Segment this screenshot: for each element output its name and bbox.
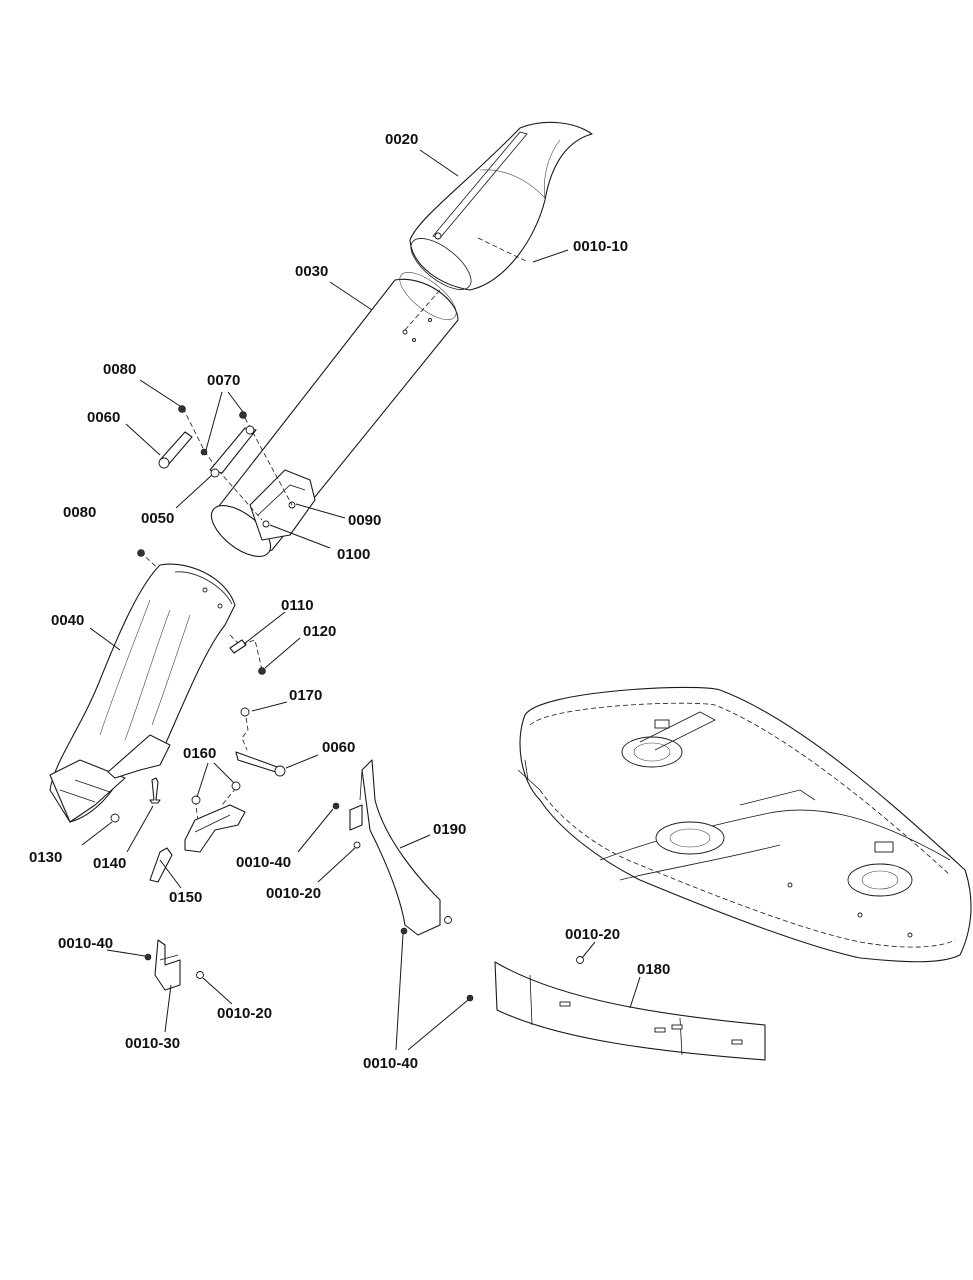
label-0180: 0180 [637,961,670,978]
label-0080-upper: 0080 [103,361,136,378]
label-0100: 0100 [337,546,370,563]
part-0010-30-bracket [144,939,204,991]
label-0010-40-mid: 0010-40 [236,854,291,871]
mower-deck [517,686,972,963]
label-0150: 0150 [169,889,202,906]
label-0080-lower: 0080 [63,504,96,521]
label-0040: 0040 [51,612,84,629]
label-0110: 0110 [281,597,314,614]
part-0020-hood [409,121,593,291]
label-0020: 0020 [385,131,418,148]
part-0180-trim-strip [466,956,766,1061]
label-0010-40-left: 0010-40 [58,935,113,952]
control-linkage [110,707,286,883]
label-0010-30: 0010-30 [125,1035,180,1052]
label-0190: 0190 [433,821,466,838]
label-0010-20-right: 0010-20 [565,926,620,943]
label-0060-upper: 0060 [87,409,120,426]
label-0160: 0160 [183,745,216,762]
label-0140: 0140 [93,855,126,872]
part-0190-bracket [332,759,452,936]
hardware-cluster-upper [137,405,257,557]
label-0050: 0050 [141,510,174,527]
part-labels: 0020 0010-10 0030 0080 0070 0060 0050 00… [29,131,670,1072]
label-0130: 0130 [29,849,62,866]
part-0040-deflector [49,563,236,823]
label-0120: 0120 [303,623,336,640]
label-0170: 0170 [289,687,322,704]
label-0010-40-bottom: 0010-40 [363,1055,418,1072]
label-0090: 0090 [348,512,381,529]
label-0070: 0070 [207,372,240,389]
label-0010-10: 0010-10 [573,238,628,255]
leader-lines [81,149,641,1051]
label-0010-20-left: 0010-20 [217,1005,272,1022]
label-0060-lower: 0060 [322,739,355,756]
part-0030-tube [210,272,459,557]
label-0030: 0030 [295,263,328,280]
hardware-0110-0120 [229,639,266,675]
label-0010-20-mid: 0010-20 [266,885,321,902]
